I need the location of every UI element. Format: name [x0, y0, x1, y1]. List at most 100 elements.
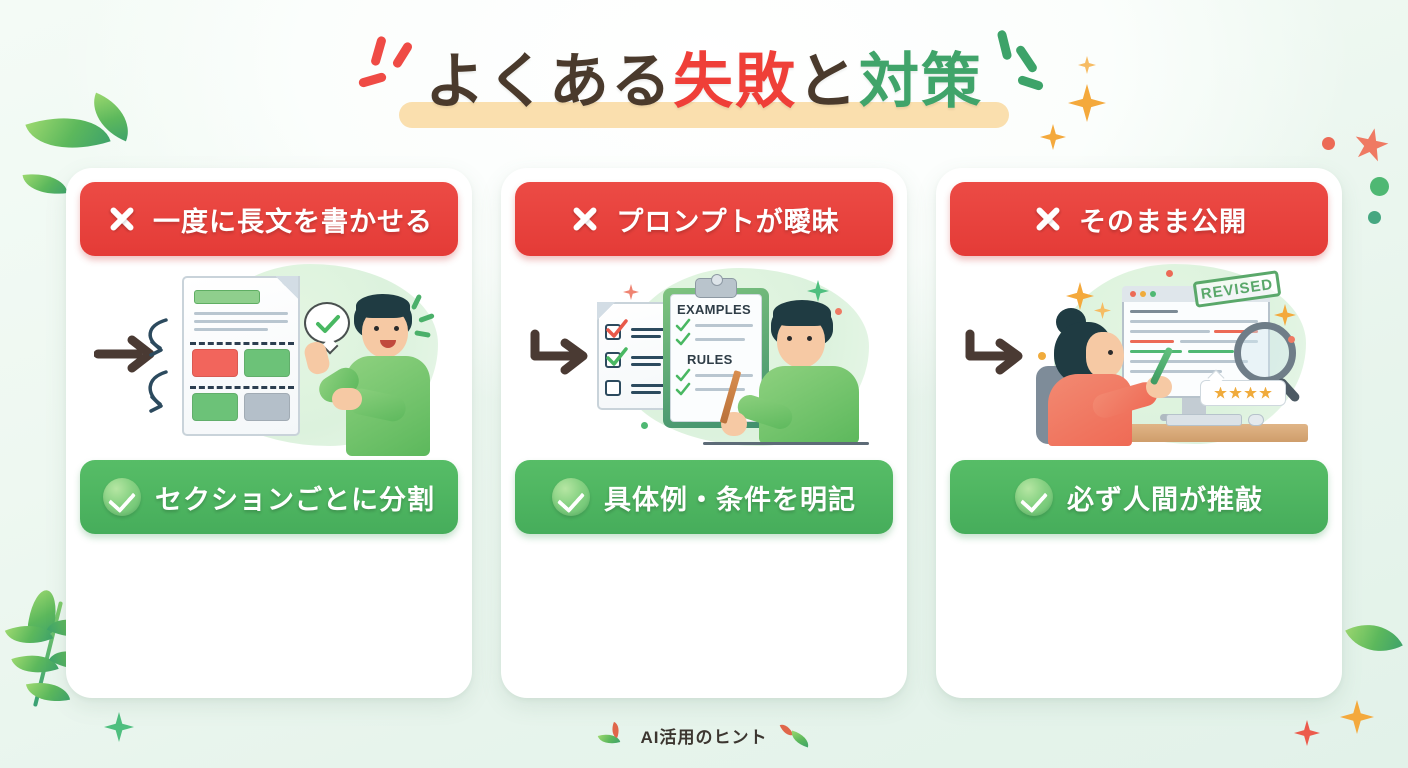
curved-arrows-icon	[148, 318, 168, 413]
leaf-icon	[1345, 610, 1403, 666]
checkbox-3	[605, 380, 621, 396]
card-2-illustration: EXAMPLES RULES	[515, 260, 893, 456]
card-1-solution-label: セクションごとに分割	[155, 484, 435, 515]
clipboard-clip-hole	[711, 274, 723, 286]
card-3-solution-bar[interactable]: 必ず人間が推敲	[950, 460, 1328, 534]
document-divider	[190, 342, 294, 345]
star-icon	[1229, 386, 1242, 399]
desk-surface	[1082, 424, 1308, 442]
screen-line	[1130, 370, 1222, 373]
person-fringe	[773, 300, 831, 326]
card-1-problem-bar[interactable]: 一度に長文を書かせる	[80, 182, 458, 256]
cross-icon	[105, 202, 139, 236]
title-segment-4: 対策	[859, 48, 983, 115]
card-3[interactable]: そのまま公開	[936, 168, 1342, 698]
title-highlight	[399, 102, 1009, 128]
screen-line-edit-green	[1130, 350, 1182, 353]
screen-line-edit-red	[1130, 340, 1174, 343]
checklist-line	[631, 384, 669, 387]
clipboard-line	[695, 374, 753, 377]
screen-line	[1180, 340, 1258, 343]
checkbox-2-check-icon	[606, 347, 628, 366]
person-eye	[787, 336, 792, 341]
dot-icon	[835, 308, 842, 315]
document-fold-corner	[276, 276, 300, 300]
elbow-arrow-icon	[965, 329, 1023, 375]
screen-line	[1130, 330, 1210, 333]
leaf-icon	[26, 588, 60, 640]
checklist-line	[631, 328, 669, 331]
checklist-line	[631, 391, 661, 394]
screen-line	[1130, 310, 1178, 313]
clipboard-line	[695, 324, 753, 327]
clipboard-heading-1: EXAMPLES	[677, 302, 751, 317]
checklist-fold-corner	[597, 302, 615, 320]
window-dot-green	[1150, 291, 1156, 297]
card-2-problem-label: プロンプトが曖昧	[616, 206, 840, 237]
card-1-solution-bar[interactable]: セクションごとに分割	[80, 460, 458, 534]
leaf-cluster-icon	[597, 721, 629, 748]
dot-icon	[1322, 137, 1335, 150]
card-2-solution-label: 具体例・条件を明記	[604, 484, 856, 515]
card-2-problem-bar[interactable]: プロンプトが曖昧	[515, 182, 893, 256]
person-fringe	[356, 294, 410, 318]
person-mouth	[380, 340, 396, 348]
card-1-problem-label: 一度に長文を書かせる	[153, 206, 433, 237]
leaf-icon	[25, 676, 71, 708]
clipboard-line	[695, 338, 745, 341]
sparkle-icon	[623, 284, 639, 300]
magnifying-glass-icon	[1234, 322, 1296, 384]
card-3-illustration: REVISED	[950, 260, 1328, 456]
document-text-line	[194, 320, 288, 323]
title-segment-3: と	[797, 48, 859, 115]
leaf-icon	[4, 615, 54, 654]
checkbox-1	[605, 324, 621, 340]
dot-icon	[1370, 177, 1389, 196]
checkbox-2	[605, 352, 621, 368]
card-3-solution-label: 必ず人間が推敲	[1067, 484, 1263, 515]
card-2[interactable]: プロンプトが曖昧	[501, 168, 907, 698]
checkbox-1-check-icon	[606, 319, 628, 338]
window-dot-yellow	[1140, 291, 1146, 297]
bubble-check-icon	[316, 315, 340, 333]
document-text-line	[194, 312, 288, 315]
document-block-3	[192, 393, 238, 421]
clipboard-heading-2: RULES	[687, 352, 733, 367]
footer-label: AI活用のヒント	[640, 727, 768, 747]
star-icon	[1214, 386, 1227, 399]
document-block-4	[244, 393, 290, 421]
checklist-line	[631, 356, 669, 359]
dot-icon	[1288, 336, 1295, 343]
checklist-line	[631, 335, 661, 338]
title-segment-1: よくある	[425, 48, 673, 115]
clipboard-line	[695, 388, 745, 391]
dot-icon	[1166, 270, 1173, 277]
clipboard-check-icon	[675, 368, 691, 382]
star-icon	[1351, 125, 1391, 165]
screen-line	[1130, 360, 1248, 363]
dot-icon	[641, 422, 648, 429]
star-icon	[1244, 386, 1257, 399]
keyboard	[1166, 414, 1242, 426]
person-eye	[1108, 350, 1113, 355]
person-eye	[374, 326, 379, 331]
leaf-icon	[22, 169, 68, 199]
clipboard-check-icon	[675, 332, 691, 346]
document-block-1	[192, 349, 238, 377]
footer: AI活用のヒント	[0, 720, 1408, 750]
title-segment-2: 失敗	[673, 48, 797, 115]
check-circle-icon	[103, 478, 141, 516]
card-1[interactable]: 一度に長文を書かせる	[66, 168, 472, 698]
document-divider	[190, 386, 294, 389]
stem-icon	[32, 601, 64, 707]
window-dot-red	[1130, 291, 1136, 297]
card-2-solution-bar[interactable]: 具体例・条件を明記	[515, 460, 893, 534]
screen-line	[1130, 320, 1258, 323]
card-1-illustration	[80, 260, 458, 456]
star-icon	[1259, 386, 1272, 399]
leaf-icon	[11, 646, 59, 682]
dot-icon	[1038, 352, 1046, 360]
clipboard-check-icon	[675, 318, 691, 332]
checklist-line	[631, 363, 661, 366]
card-3-problem-bar[interactable]: そのまま公開	[950, 182, 1328, 256]
